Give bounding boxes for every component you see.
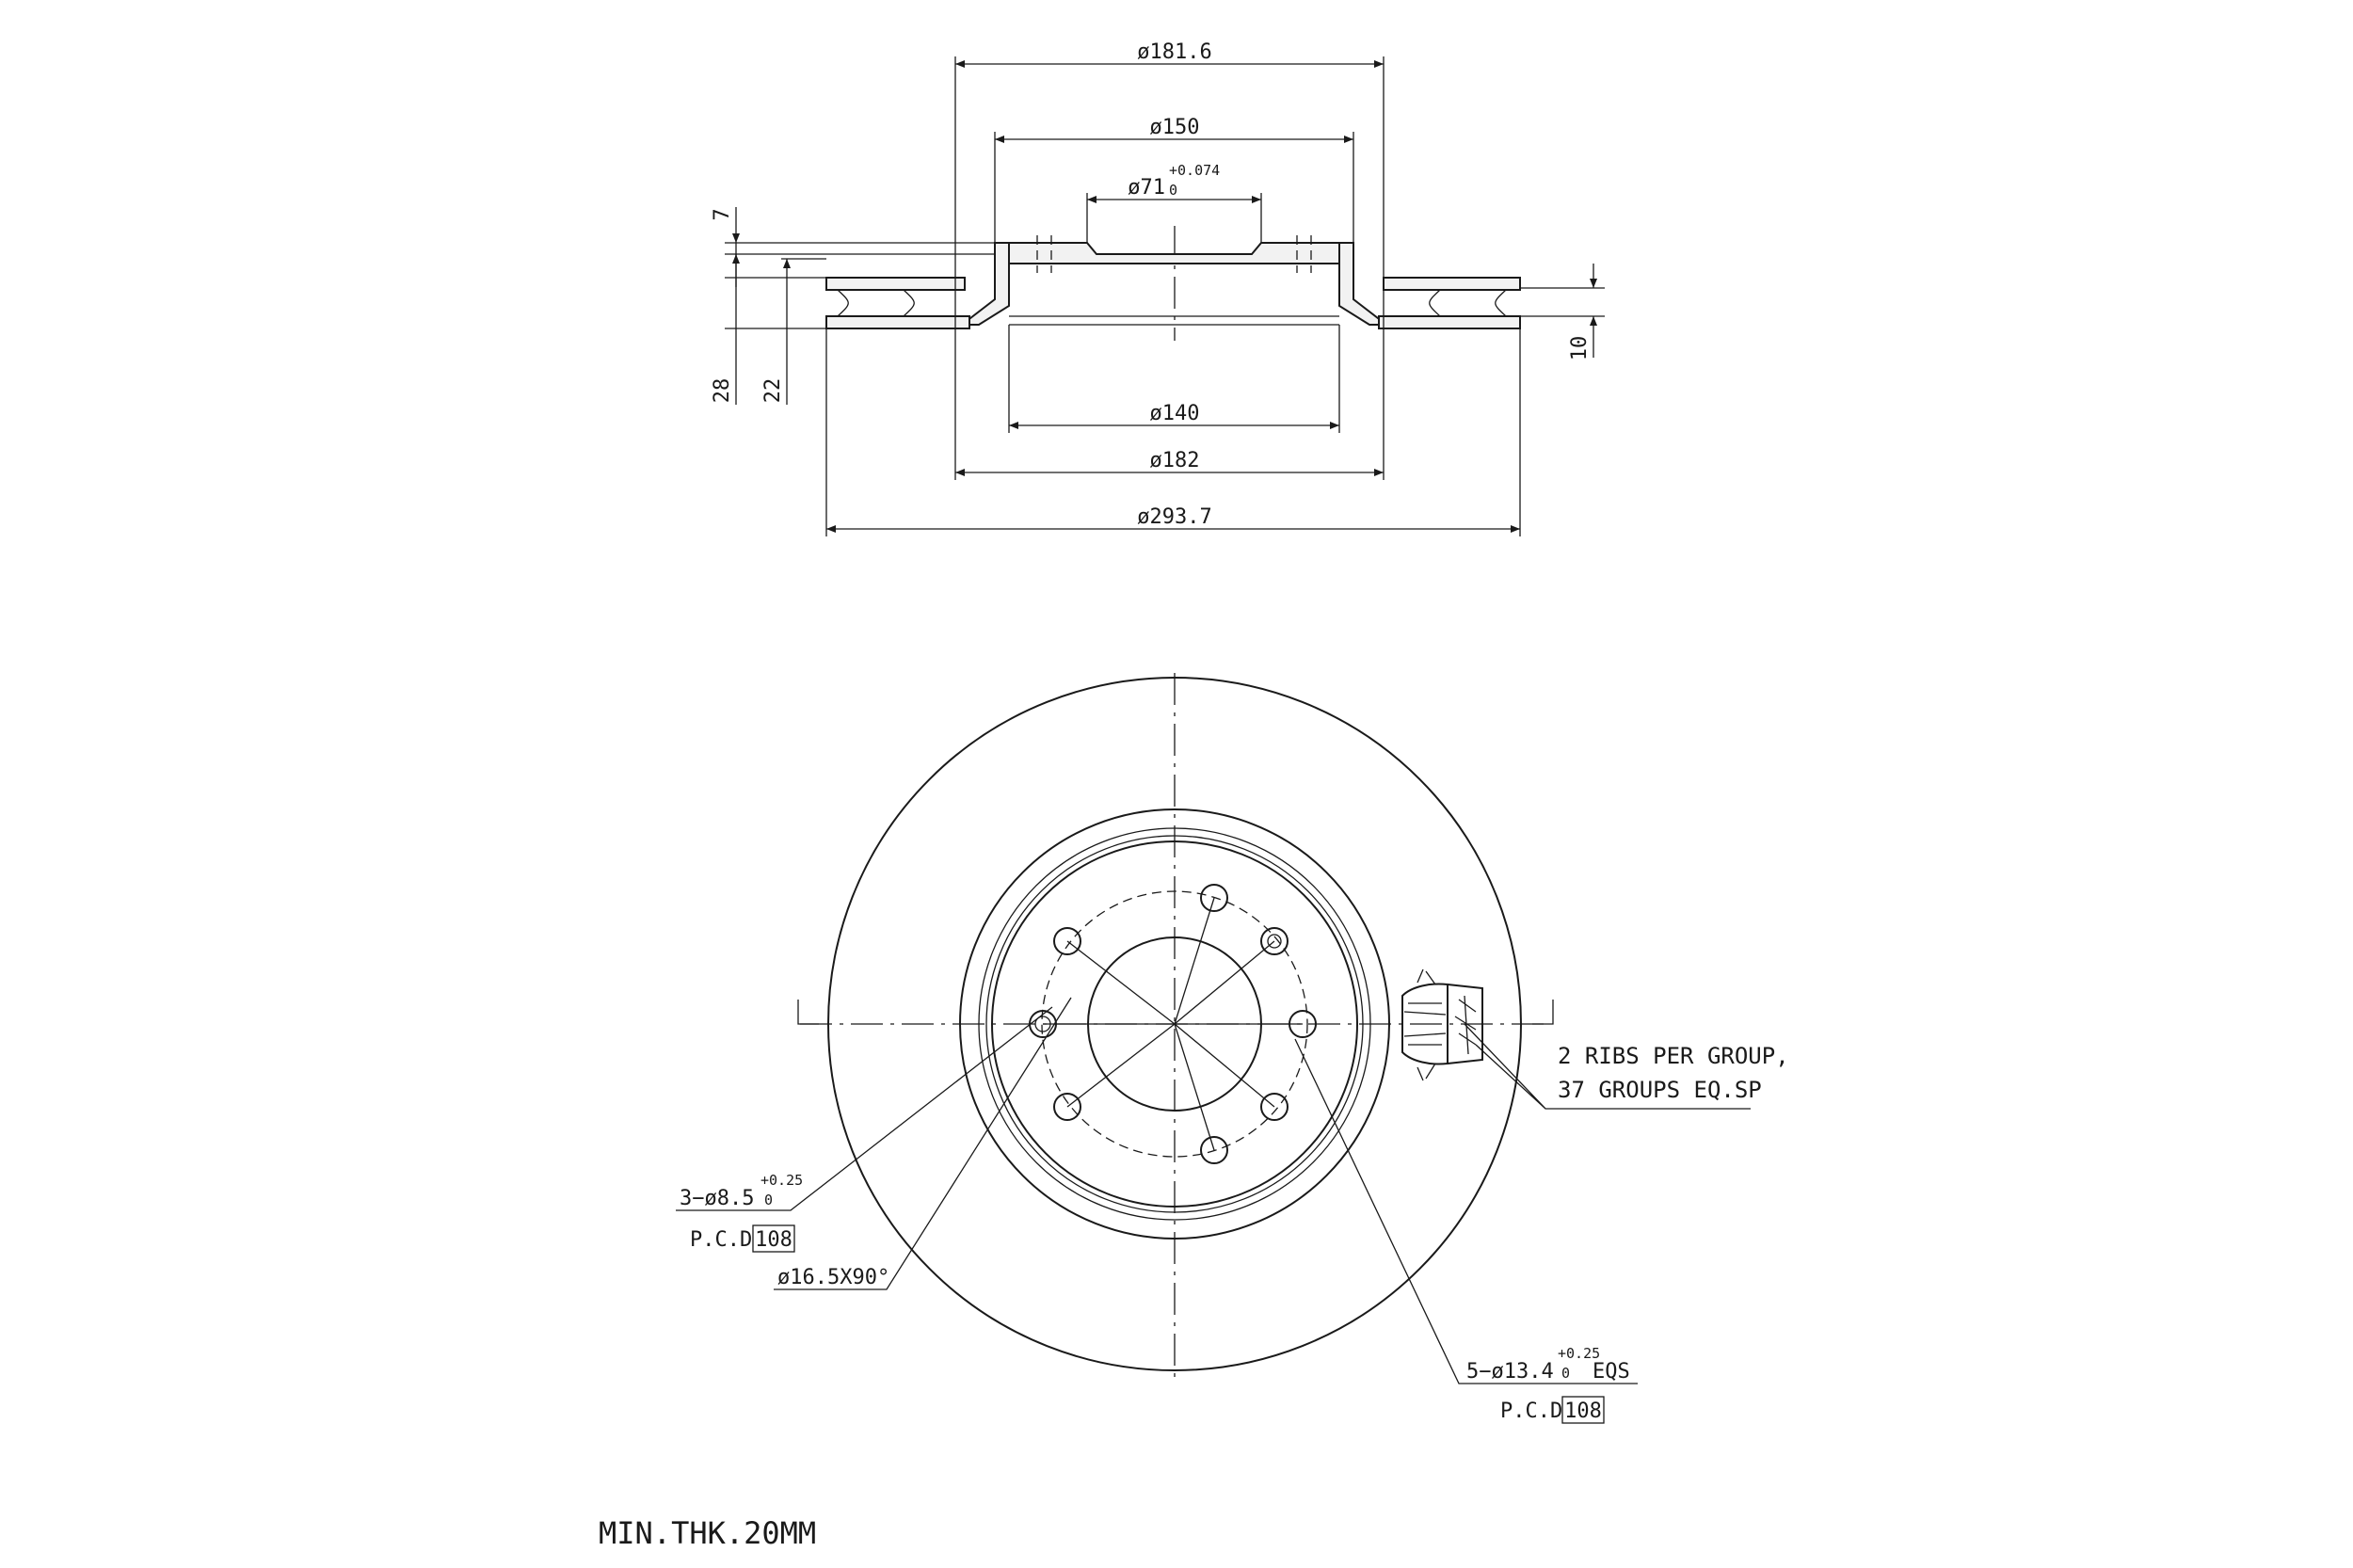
callout-ribs-line2: 37 GROUPS EQ.SP xyxy=(1558,1077,1762,1103)
callout-pcd-label-1: P.C.D xyxy=(690,1228,752,1252)
callout-pcd-box-1 xyxy=(752,1224,795,1253)
left-inner-plate xyxy=(825,315,970,329)
locating-hole-2-inner xyxy=(1034,1016,1051,1032)
callout-chamfer: ø16.5X90° xyxy=(777,1266,889,1289)
dim-d293-7: ø293.7 xyxy=(1137,505,1211,529)
left-outer-plate xyxy=(825,277,966,291)
bolt-hole-5x-3 xyxy=(1289,1010,1317,1038)
hat-step-circle-2 xyxy=(985,835,1364,1213)
right-inner-plate xyxy=(1378,315,1521,329)
leader-3-holes xyxy=(676,1006,1053,1211)
callout-5-holes-suffix: EQS xyxy=(1593,1360,1630,1384)
dim-h7: 7 xyxy=(711,208,734,220)
leader-chamfer xyxy=(774,997,1072,1290)
side-extension-lines xyxy=(725,56,1605,536)
callout-ribs-line1: 2 RIBS PER GROUP, xyxy=(1558,1043,1789,1069)
leader-5-holes xyxy=(1294,1038,1638,1384)
bolt-hole-5x-2-chamfer xyxy=(1267,934,1282,949)
dim-d71: ø71 xyxy=(1128,176,1165,200)
callout-pcd-value-1: 108 xyxy=(755,1228,792,1252)
callout-pcd-value-2: 108 xyxy=(1564,1400,1602,1423)
dim-d71-tol-upper: +0.074 xyxy=(1169,162,1220,179)
right-outer-plate xyxy=(1383,277,1521,291)
front-view: 3−ø8.5 +0.25 0 P.C.D 108 ø16.5X90° 5−ø13… xyxy=(676,673,1789,1424)
locating-hole-3 xyxy=(1053,1093,1081,1121)
hat-step-circle-1 xyxy=(978,827,1371,1221)
callout-5-holes-tol-lower: 0 xyxy=(1561,1365,1570,1382)
callout-3-holes-tol-upper: +0.25 xyxy=(760,1172,803,1189)
section-mark-left xyxy=(797,1000,819,1025)
callout-pcd-box-2 xyxy=(1561,1396,1605,1424)
bolt-hole-hidden-right xyxy=(1296,235,1312,273)
bolt-hole-5x-4 xyxy=(1260,1093,1289,1121)
callout-pcd-label-2: P.C.D xyxy=(1500,1400,1562,1423)
dim-d150: ø150 xyxy=(1150,116,1200,139)
right-vent-channel xyxy=(1429,289,1507,317)
callout-3-holes-tol-lower: 0 xyxy=(764,1192,773,1208)
pcd-circle xyxy=(1041,890,1308,1158)
callout-5-holes: 5−ø13.4 xyxy=(1466,1360,1554,1384)
left-vent-channel xyxy=(837,289,915,317)
hat-outer-circle xyxy=(959,808,1390,1240)
dim-d140: ø140 xyxy=(1150,402,1200,425)
dim-d71-tol-lower: 0 xyxy=(1169,182,1177,199)
dim-d182: ø182 xyxy=(1150,449,1200,472)
dim-h28: 28 xyxy=(711,378,734,404)
locating-hole-1 xyxy=(1053,927,1081,955)
dim-h10: 10 xyxy=(1568,336,1592,361)
disc-outer-edge xyxy=(827,677,1522,1371)
min-thickness-note: MIN.THK.20MM xyxy=(599,1515,816,1551)
hat-left-wall xyxy=(959,242,1010,326)
callout-3-holes: 3−ø8.5 xyxy=(680,1187,754,1210)
leader-ribs xyxy=(1464,1023,1751,1110)
side-section-view: ø181.6 ø150 ø71 +0.074 0 ø140 ø182 ø293.… xyxy=(711,40,1605,536)
hat-face-circle xyxy=(991,840,1358,1208)
hole-radial-lines xyxy=(1043,897,1303,1151)
dim-d181-6: ø181.6 xyxy=(1137,40,1211,64)
bolt-hole-5x-5 xyxy=(1200,1136,1228,1164)
bolt-hole-5x-1 xyxy=(1200,884,1228,912)
bolt-hole-5x-2 xyxy=(1260,927,1289,955)
dim-h22: 22 xyxy=(761,378,785,404)
section-mark-right xyxy=(1532,1000,1554,1025)
hat-right-wall xyxy=(1338,242,1389,326)
callout-5-holes-tol-upper: +0.25 xyxy=(1558,1345,1600,1362)
bolt-hole-hidden-left xyxy=(1036,235,1052,273)
rib-detail xyxy=(1401,968,1483,1081)
hat-inner-line xyxy=(1009,315,1339,326)
